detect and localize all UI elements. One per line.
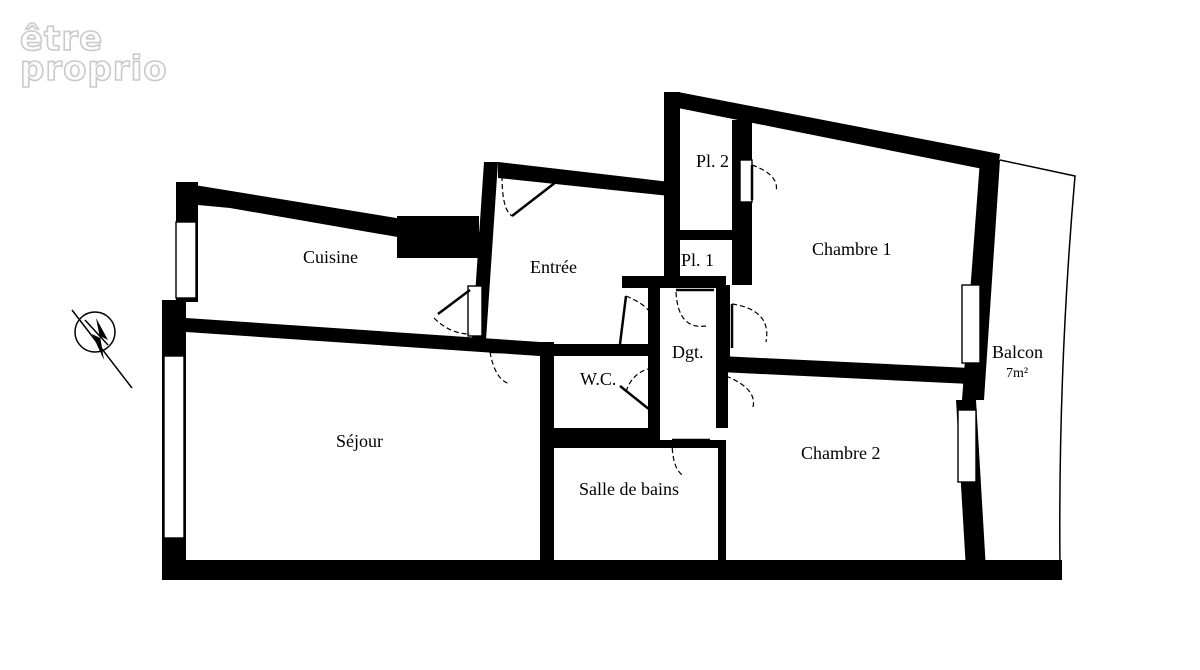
room-label-pl1: Pl. 1 (681, 250, 714, 270)
room-label-salle-de-bains: Salle de bains (579, 479, 679, 499)
room-label-chambre1: Chambre 1 (812, 239, 891, 259)
room-label-entree: Entrée (530, 257, 577, 277)
room-label-pl2: Pl. 2 (696, 151, 729, 171)
room-label-wc: W.C. (580, 369, 616, 389)
walls (162, 92, 1062, 580)
logo-line-1: être (20, 19, 103, 59)
room-labels: Cuisine Entrée Pl. 2 Pl. 1 Chambre 1 Bal… (303, 151, 1043, 499)
windows (163, 159, 981, 539)
compass-north-arrow-icon (71, 309, 133, 389)
room-label-chambre2: Chambre 2 (801, 443, 880, 463)
doors (433, 164, 778, 477)
room-label-balcon: Balcon (992, 342, 1043, 362)
logo: être proprio (19, 18, 168, 90)
room-label-dgt: Dgt. (672, 342, 704, 362)
balcony (984, 159, 1076, 569)
room-label-sejour: Séjour (336, 431, 383, 451)
room-label-cuisine: Cuisine (303, 247, 358, 267)
balcon-area: 7m² (1006, 366, 1028, 381)
logo-line-2: proprio (20, 49, 168, 89)
